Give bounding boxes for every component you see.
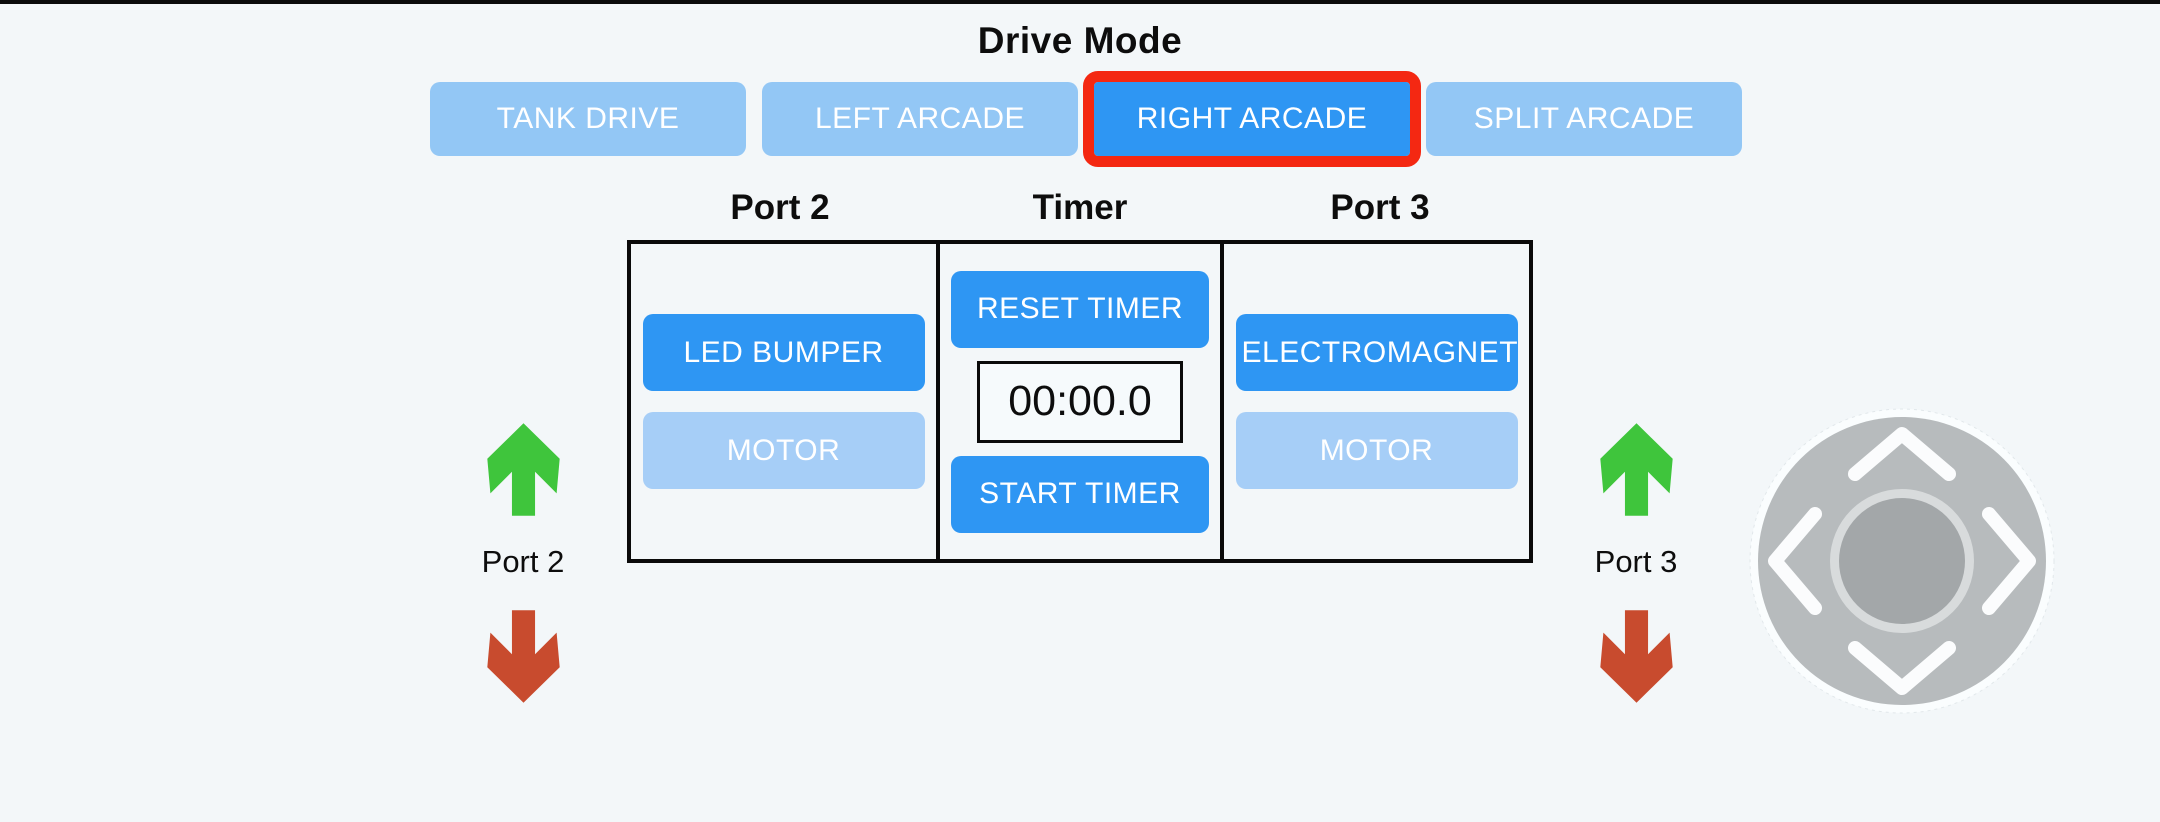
- green-up-arrow-icon: [486, 423, 560, 516]
- port2-motor-button[interactable]: MOTOR: [642, 412, 925, 489]
- timer-column-header: Timer: [1032, 188, 1128, 227]
- split-arcade-button[interactable]: SPLIT ARCADE: [1426, 82, 1742, 156]
- port3-up-button[interactable]: [1598, 423, 1675, 516]
- panel-column-headers: Port 2 Timer Port 3: [627, 186, 1533, 230]
- port3-down-button[interactable]: [1598, 608, 1675, 705]
- port3-column-header: Port 3: [1330, 188, 1430, 227]
- top-border-bar: [0, 0, 2160, 4]
- start-timer-button[interactable]: START TIMER: [951, 455, 1209, 533]
- joystick-up-chevron-icon: [1848, 427, 1956, 481]
- electromagnet-button[interactable]: ELECTROMAGNET: [1235, 314, 1518, 391]
- port3-side-label: Port 3: [1594, 544, 1678, 579]
- reset-timer-button[interactable]: RESET TIMER: [951, 270, 1209, 348]
- joystick-dpad[interactable]: [1749, 408, 2055, 714]
- control-panel-table: LED BUMPER MOTOR RESET TIMER 00:00.0 STA…: [627, 240, 1533, 563]
- port2-column-header: Port 2: [730, 188, 830, 227]
- port2-cell: LED BUMPER MOTOR: [631, 244, 936, 559]
- port2-side-label: Port 2: [481, 544, 565, 579]
- drive-mode-title: Drive Mode: [977, 20, 1183, 61]
- joystick-knob[interactable]: [1839, 498, 1965, 624]
- green-up-arrow-icon: [1599, 423, 1673, 516]
- left-arcade-button[interactable]: LEFT ARCADE: [762, 82, 1078, 156]
- port2-down-button[interactable]: [485, 608, 562, 705]
- tank-drive-button[interactable]: TANK DRIVE: [430, 82, 746, 156]
- joystick-left-chevron-icon: [1768, 507, 1822, 615]
- led-bumper-button[interactable]: LED BUMPER: [642, 314, 925, 391]
- timer-cell: RESET TIMER 00:00.0 START TIMER: [936, 244, 1224, 559]
- right-arcade-button-selected[interactable]: RIGHT ARCADE: [1083, 71, 1421, 167]
- joystick-right-chevron-icon: [1982, 507, 2036, 615]
- red-down-arrow-icon: [1599, 610, 1673, 703]
- port3-cell: ELECTROMAGNET MOTOR: [1224, 244, 1529, 559]
- drive-mode-button-row: TANK DRIVE LEFT ARCADE RIGHT ARCADE SPLI…: [430, 71, 1742, 167]
- port3-motor-button[interactable]: MOTOR: [1235, 412, 1518, 489]
- red-down-arrow-icon: [486, 610, 560, 703]
- port2-direction-controls: Port 2: [443, 423, 603, 705]
- joystick-down-chevron-icon: [1848, 641, 1956, 695]
- port2-up-button[interactable]: [485, 423, 562, 516]
- timer-display: 00:00.0: [977, 360, 1183, 443]
- port3-direction-controls: Port 3: [1556, 423, 1716, 705]
